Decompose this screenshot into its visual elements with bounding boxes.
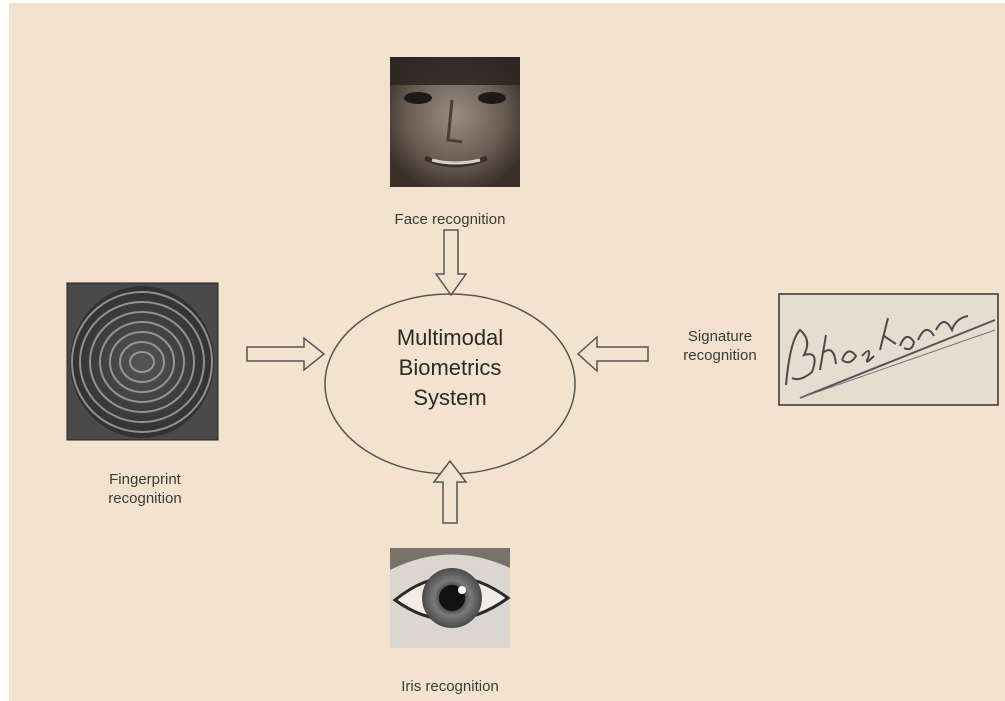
fingerprint-photo-icon xyxy=(66,282,219,441)
signature-label-line2: recognition xyxy=(683,347,757,364)
signature-recognition-label: Signature recognition xyxy=(660,327,780,365)
face-arrow xyxy=(434,229,468,297)
signature-arrow xyxy=(576,335,649,373)
center-label-line3: System xyxy=(413,385,487,410)
fingerprint-label-line1: Fingerprint xyxy=(109,471,181,488)
eye-photo-icon xyxy=(390,548,511,648)
iris-recognition-label: Iris recognition xyxy=(401,678,499,695)
face-photo-icon xyxy=(390,57,520,187)
center-label-line1: Multimodal xyxy=(396,325,504,350)
fingerprint-label-line2: recognition xyxy=(108,490,182,507)
signature-label-line1: Signature xyxy=(687,328,753,345)
center-label-line2: Biometrics xyxy=(398,355,502,380)
iris-arrow xyxy=(432,459,468,524)
fingerprint-recognition-label: Fingerprint recognition xyxy=(80,470,210,508)
fingerprint-arrow xyxy=(246,336,326,372)
face-recognition-label: Face recognition xyxy=(394,211,506,228)
signature-photo-icon xyxy=(778,293,999,406)
center-label: Multimodal Biometrics System xyxy=(330,323,570,413)
